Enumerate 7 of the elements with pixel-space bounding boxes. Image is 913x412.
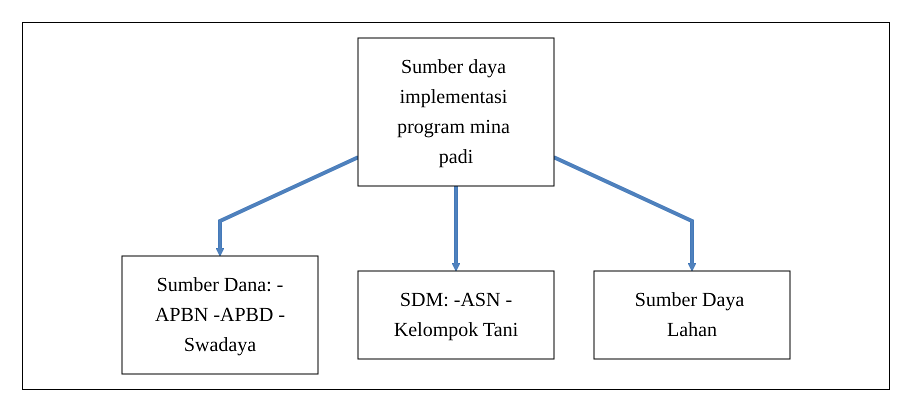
arrow — [553, 155, 696, 272]
node-box: Sumber Dana: -APBN -APBD -Swadaya — [122, 256, 318, 374]
node-box: SDM: -ASN -Kelompok Tani — [358, 270, 554, 360]
node-box: Sumber Daya Lahan — [594, 270, 790, 360]
node-box: Sumber daya implementasi program mina padi — [358, 38, 554, 186]
arrow — [452, 186, 460, 272]
arrow — [216, 155, 359, 256]
